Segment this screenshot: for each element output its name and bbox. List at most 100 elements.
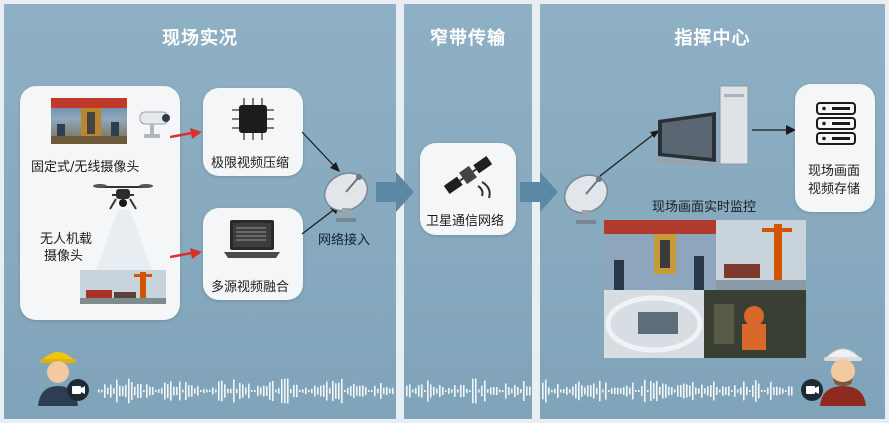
waveform-bar (290, 388, 292, 394)
waveform-bar (260, 387, 262, 395)
waveform-bar (614, 387, 616, 395)
waveform-bar (200, 390, 202, 392)
waveform-bar (734, 385, 736, 397)
waveform-bar (212, 387, 214, 395)
video-compression-label: 极限视频压缩 (211, 156, 290, 171)
waveform-bar (380, 383, 382, 399)
desktop-computer-icon (656, 84, 752, 170)
waveform-bar (104, 384, 106, 398)
waveform-bar (412, 389, 414, 393)
waveform-bar (119, 385, 121, 397)
waveform-bar (520, 389, 522, 393)
waveform-bar (302, 389, 304, 393)
waveform-bar (317, 387, 319, 395)
video-camera-icon[interactable] (800, 378, 824, 402)
waveform-bar (593, 383, 595, 399)
waveform-bar (587, 385, 589, 397)
waveform-bar (508, 386, 510, 396)
waveform-bar (548, 387, 550, 395)
waveform-bar (421, 384, 423, 398)
waveform-bar (176, 386, 178, 396)
cctv-camera-icon (136, 104, 178, 144)
red-arrow-icon (169, 126, 202, 140)
waveform-bar (656, 380, 658, 402)
waveform-bar (632, 382, 634, 400)
chip-icon (230, 96, 276, 142)
waveform-bar (335, 383, 337, 399)
waveform-bar (161, 388, 163, 394)
waveform-bar (239, 382, 241, 400)
waveform-bar (463, 385, 465, 397)
waveform-bar (487, 389, 489, 393)
waveform-bar (776, 386, 778, 396)
drone-camera-label-line1: 无人机载 (40, 232, 93, 247)
waveform-bar (257, 385, 259, 397)
waveform-bar (131, 382, 133, 400)
waveform-bar (392, 387, 394, 395)
video-camera-icon[interactable] (66, 378, 90, 402)
waveform-bar (218, 381, 220, 401)
waveform-bar (653, 383, 655, 399)
waveform-bar (680, 385, 682, 397)
satellite-icon (440, 150, 496, 200)
waveform-bar (701, 384, 703, 398)
waveform-bar (788, 386, 790, 396)
waveform-bar (368, 390, 370, 392)
waveform-bar (182, 389, 184, 393)
waveform-bar (478, 389, 480, 393)
waveform-bar (430, 384, 432, 398)
waveform-bar (499, 389, 501, 393)
waveform-bar (677, 385, 679, 397)
waveform-bar (668, 386, 670, 396)
waveform-bar (578, 381, 580, 401)
waveform-bar (224, 384, 226, 398)
waveform-bar (278, 388, 280, 394)
flow-arrow-icon (520, 172, 558, 212)
waveform-bar (233, 379, 235, 403)
waveform-bar (140, 384, 142, 398)
waveform-bar (203, 388, 205, 394)
audio-waveform (404, 376, 532, 406)
waveform-bar (728, 386, 730, 396)
waveform-bar (761, 390, 763, 392)
red-arrow-icon (169, 246, 202, 260)
command-section-title: 指挥中心 (674, 28, 751, 49)
video-fusion-label: 多源视频融合 (211, 280, 290, 295)
waveform-bar (722, 386, 724, 396)
waveform-bar (194, 388, 196, 394)
waveform-bar (341, 378, 343, 404)
waveform-bar (439, 385, 441, 397)
waveform-bar (98, 389, 100, 393)
waveform-bar (560, 389, 562, 393)
waveform-bar (620, 388, 622, 394)
waveform-bar (755, 380, 757, 402)
waveform-bar (590, 385, 592, 397)
waveform-bar (179, 381, 181, 401)
waveform-bar (490, 387, 492, 395)
waveform-bar (248, 383, 250, 399)
waveform-bar (442, 386, 444, 396)
waveform-bar (743, 381, 745, 401)
waveform-bar (554, 388, 556, 394)
waveform-bar (448, 388, 450, 394)
waveform-bar (293, 384, 295, 398)
waveform-bar (602, 389, 604, 393)
waveform-bar (125, 384, 127, 398)
waveform-bar (647, 389, 649, 393)
waveform-bar (740, 387, 742, 395)
waveform-bar (466, 388, 468, 394)
waveform-bar (608, 390, 610, 392)
waveform-bar (308, 390, 310, 392)
satellite-dish-icon (318, 168, 374, 224)
waveform-bar (433, 386, 435, 396)
waveform-bar (770, 381, 772, 401)
waveform-bar (638, 390, 640, 392)
fixed-camera-label: 固定式/无线摄像头 (31, 160, 140, 175)
waveform-bar (173, 386, 175, 396)
waveform-bar (236, 388, 238, 394)
satellite-network-label: 卫星通信网络 (426, 214, 505, 229)
waveform-bar (626, 385, 628, 397)
waveform-bar (617, 387, 619, 395)
waveform-bar (791, 386, 793, 396)
audio-waveform (96, 376, 396, 406)
